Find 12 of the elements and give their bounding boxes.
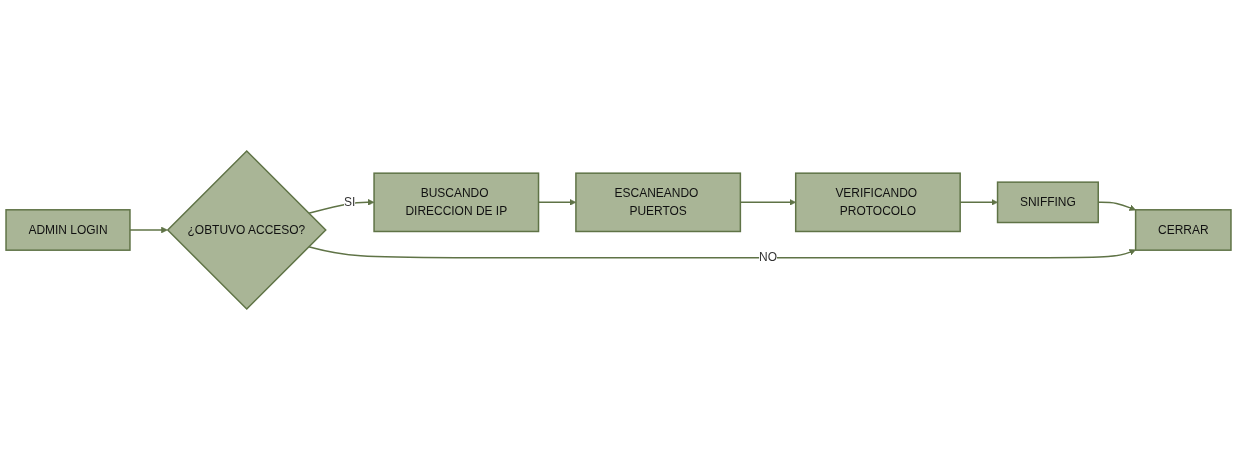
- node-box: VERIFICANDO PROTOCOLO: [794, 171, 961, 232]
- node-box: CERRAR: [1134, 208, 1232, 251]
- node-diamond: ¿OBTUVO ACCESO?: [166, 149, 327, 310]
- node-box: SNIFFING: [996, 180, 1099, 223]
- arrow: [129, 226, 168, 233]
- node-box: BUSCANDO DIRECCION DE IP: [373, 171, 540, 232]
- node-box: ADMIN LOGIN: [5, 208, 131, 251]
- arrow: [307, 245, 1136, 258]
- node-box: ESCANEANDO PUERTOS: [575, 171, 742, 232]
- edge-label: SI: [344, 195, 356, 208]
- edge-label: NO: [759, 250, 778, 264]
- arrow: [307, 198, 375, 214]
